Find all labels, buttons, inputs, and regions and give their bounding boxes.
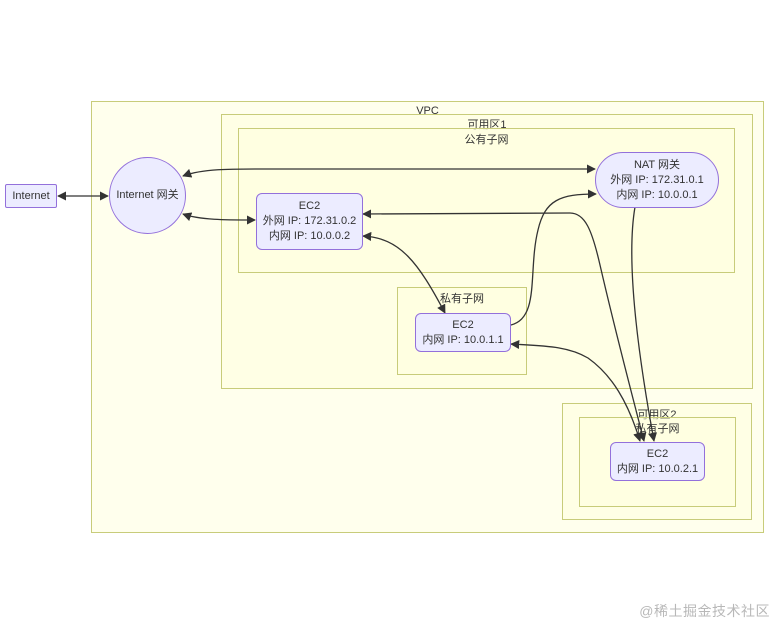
nat-gateway-public-ip: 外网 IP: 172.31.0.1 xyxy=(610,173,704,186)
ec2-public-public-ip: 外网 IP: 172.31.0.2 xyxy=(262,215,357,227)
edge-igw-nat xyxy=(182,164,596,178)
nat-gateway-node: NAT 网关 外网 IP: 172.31.0.1 内网 IP: 10.0.0.1 xyxy=(595,152,719,208)
internet-gateway-node: Internet 网关 xyxy=(109,157,186,234)
ec2-public-private-ip: 内网 IP: 10.0.0.2 xyxy=(268,230,351,242)
ec2-public-title: EC2 xyxy=(298,200,321,212)
internet-gateway-label: Internet 网关 xyxy=(116,189,179,201)
ec2-private1-private-ip: 内网 IP: 10.0.1.1 xyxy=(422,333,504,346)
public-subnet-label: 公有子网 xyxy=(464,134,509,146)
nat-gateway-private-ip: 内网 IP: 10.0.0.1 xyxy=(616,188,698,201)
ec2-public-node: EC2 外网 IP: 172.31.0.2 内网 IP: 10.0.0.2 xyxy=(256,193,363,250)
ec2-private2-private-ip: 内网 IP: 10.0.2.1 xyxy=(616,462,699,475)
ec2-private2-node: EC2 内网 IP: 10.0.2.1 xyxy=(610,442,705,481)
private-subnet-2-label: 私有子网 xyxy=(635,423,680,435)
internet-node-label: Internet xyxy=(12,189,50,202)
edge-ec2-public-ec2-private1 xyxy=(362,231,446,314)
ec2-private2-title: EC2 xyxy=(646,447,669,460)
edge-ec2-private1-ec2-private2 xyxy=(510,339,642,442)
edge-igw-ec2-public xyxy=(182,212,256,225)
ec2-private1-node: EC2 内网 IP: 10.0.1.1 xyxy=(415,313,511,352)
watermark: @稀土掘金技术社区 xyxy=(639,603,770,619)
nat-gateway-title: NAT 网关 xyxy=(633,158,681,171)
ec2-private1-title: EC2 xyxy=(452,318,474,331)
internet-node: Internet xyxy=(5,184,57,208)
